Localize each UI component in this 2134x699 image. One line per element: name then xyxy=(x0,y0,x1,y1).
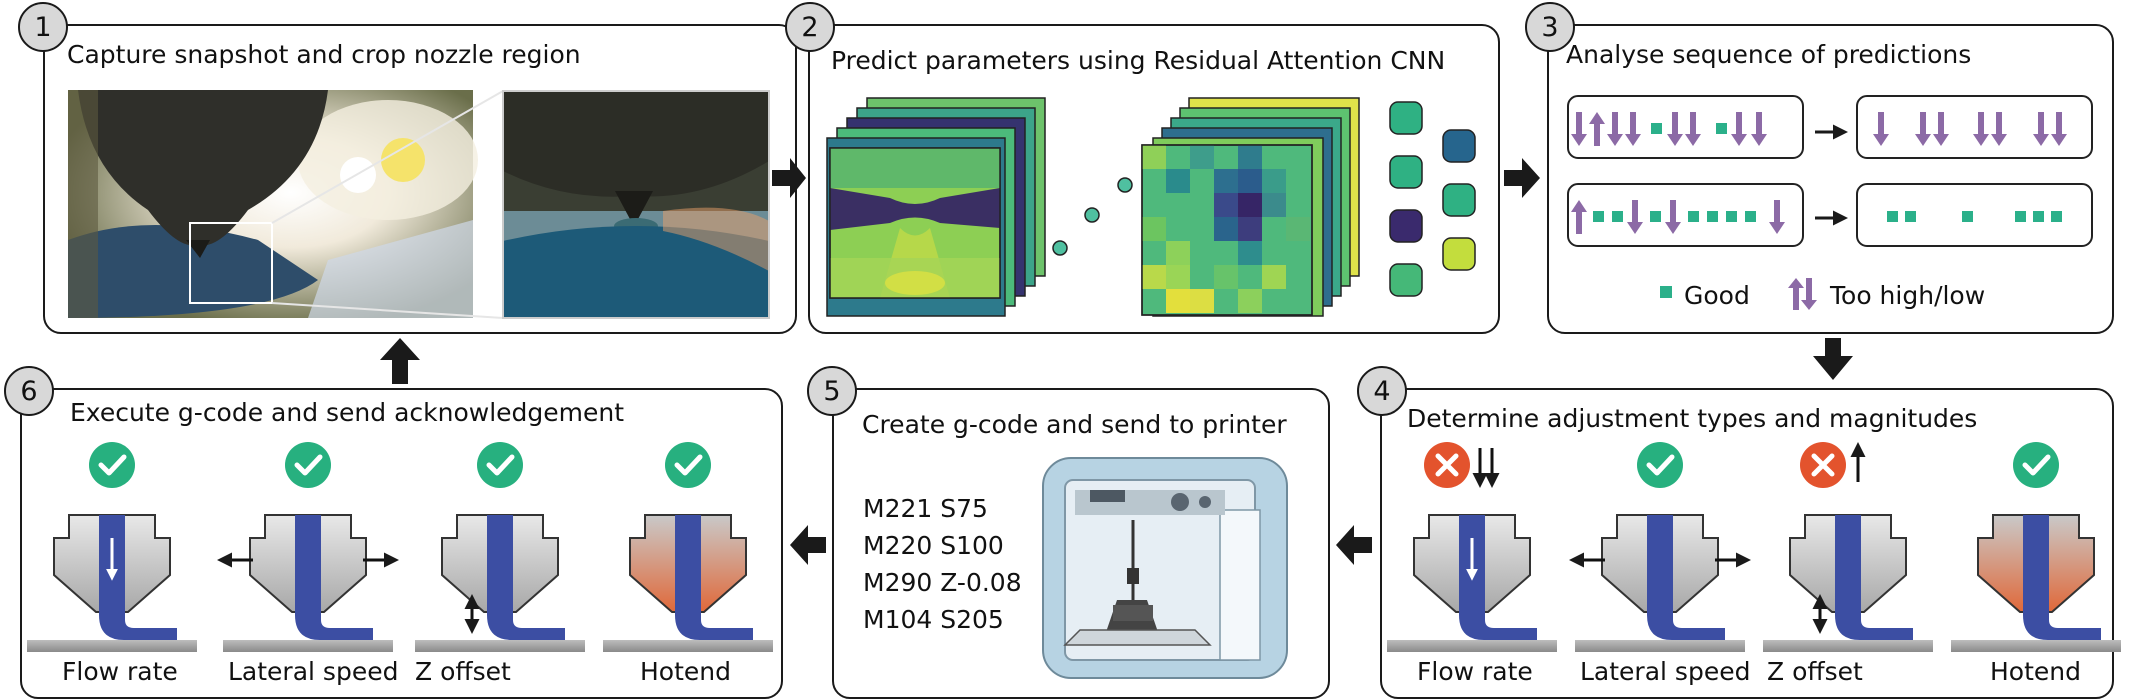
legend-good-label: Good xyxy=(1684,281,1750,310)
input-feature-stack xyxy=(826,97,1046,317)
print-bed xyxy=(1387,640,1557,652)
arrow-3-to-4 xyxy=(1813,338,1853,380)
print-bed xyxy=(1575,640,1745,652)
cross-icon xyxy=(1424,442,1470,488)
filament xyxy=(1647,515,1725,640)
legend-too-high-low-label: Too high/low xyxy=(1830,281,1986,310)
panel-title-execute: Execute g-code and send acknowledgement xyxy=(70,398,625,427)
gcode-line: M221 S75 xyxy=(863,494,988,523)
check-icon xyxy=(1637,442,1683,488)
step-number-6: 6 xyxy=(4,366,54,416)
print-bed xyxy=(415,640,585,652)
gcode-line: M104 S205 xyxy=(863,605,1004,634)
arrow-4-to-5 xyxy=(1336,525,1372,565)
step-number-4: 4 xyxy=(1357,366,1407,416)
nozzle xyxy=(27,442,197,652)
arrow-2-to-3 xyxy=(1504,158,1540,198)
step-number-5: 5 xyxy=(807,366,857,416)
filament xyxy=(295,515,373,640)
print-bed xyxy=(223,640,393,652)
printer-icon xyxy=(1042,457,1288,679)
check-icon xyxy=(2013,442,2059,488)
nozzle xyxy=(415,442,585,652)
arrow-6-to-1 xyxy=(380,338,420,384)
gcode-line: M220 S100 xyxy=(863,531,1004,560)
nozzle-label-lateral-speed: Lateral speed xyxy=(228,657,399,686)
cross-icon xyxy=(1800,442,1846,488)
nozzle xyxy=(603,442,773,652)
legend-good-swatch xyxy=(1660,286,1672,298)
filament xyxy=(2023,515,2101,640)
step-number-1: 1 xyxy=(18,2,68,52)
nozzle xyxy=(217,442,399,652)
filament xyxy=(675,515,753,640)
nozzle-label-z-offset: Z offset xyxy=(1767,657,1863,686)
filament xyxy=(1835,515,1913,640)
filament xyxy=(99,515,177,640)
cnn-feature-maps xyxy=(826,97,1476,317)
nozzle xyxy=(1569,442,1751,652)
nozzle-label-lateral-speed: Lateral speed xyxy=(1580,657,1751,686)
check-icon xyxy=(477,442,523,488)
nozzle-label-flow-rate: Flow rate xyxy=(62,657,178,686)
panel-analyse xyxy=(1547,24,2114,334)
nozzle-label-hotend: Hotend xyxy=(640,657,731,686)
nozzle xyxy=(1387,442,1557,652)
nozzle-label-z-offset: Z offset xyxy=(415,657,511,686)
print-bed xyxy=(1763,640,1933,652)
attention-feature-stack xyxy=(1141,97,1360,317)
print-bed xyxy=(603,640,773,652)
step-number-3: 3 xyxy=(1525,2,1575,52)
filament xyxy=(487,515,565,640)
gcode-line: M290 Z-0.08 xyxy=(863,568,1022,597)
panel-title-capture: Capture snapshot and crop nozzle region xyxy=(67,40,581,69)
print-bed xyxy=(27,640,197,652)
prediction-sequences xyxy=(1567,95,2093,247)
panel-title-gcode: Create g-code and send to printer xyxy=(862,410,1287,439)
gcode-list: M221 S75 M220 S100 M290 Z-0.08 M104 S205 xyxy=(863,490,1022,638)
check-icon xyxy=(89,442,135,488)
check-icon xyxy=(665,442,711,488)
nozzle xyxy=(1951,442,2121,652)
panel-title-analyse: Analyse sequence of predictions xyxy=(1566,40,1972,69)
check-icon xyxy=(285,442,331,488)
nozzle-label-hotend: Hotend xyxy=(1990,657,2081,686)
cropped-nozzle-image xyxy=(502,90,770,319)
output-nodes xyxy=(1389,101,1476,297)
panel-title-predict: Predict parameters using Residual Attent… xyxy=(831,46,1446,75)
arrow-5-to-6 xyxy=(790,525,826,565)
step-number-2: 2 xyxy=(785,2,835,52)
nozzle-label-flow-rate: Flow rate xyxy=(1417,657,1533,686)
arrow-1-to-2 xyxy=(772,158,806,198)
filament xyxy=(1459,515,1537,640)
panel-title-adjust: Determine adjustment types and magnitude… xyxy=(1407,404,1978,433)
nozzle xyxy=(1763,442,1933,652)
legend-up-down-arrows-icon xyxy=(1788,278,1817,310)
zoom-guide-lines xyxy=(271,90,504,319)
print-bed xyxy=(1951,640,2121,652)
